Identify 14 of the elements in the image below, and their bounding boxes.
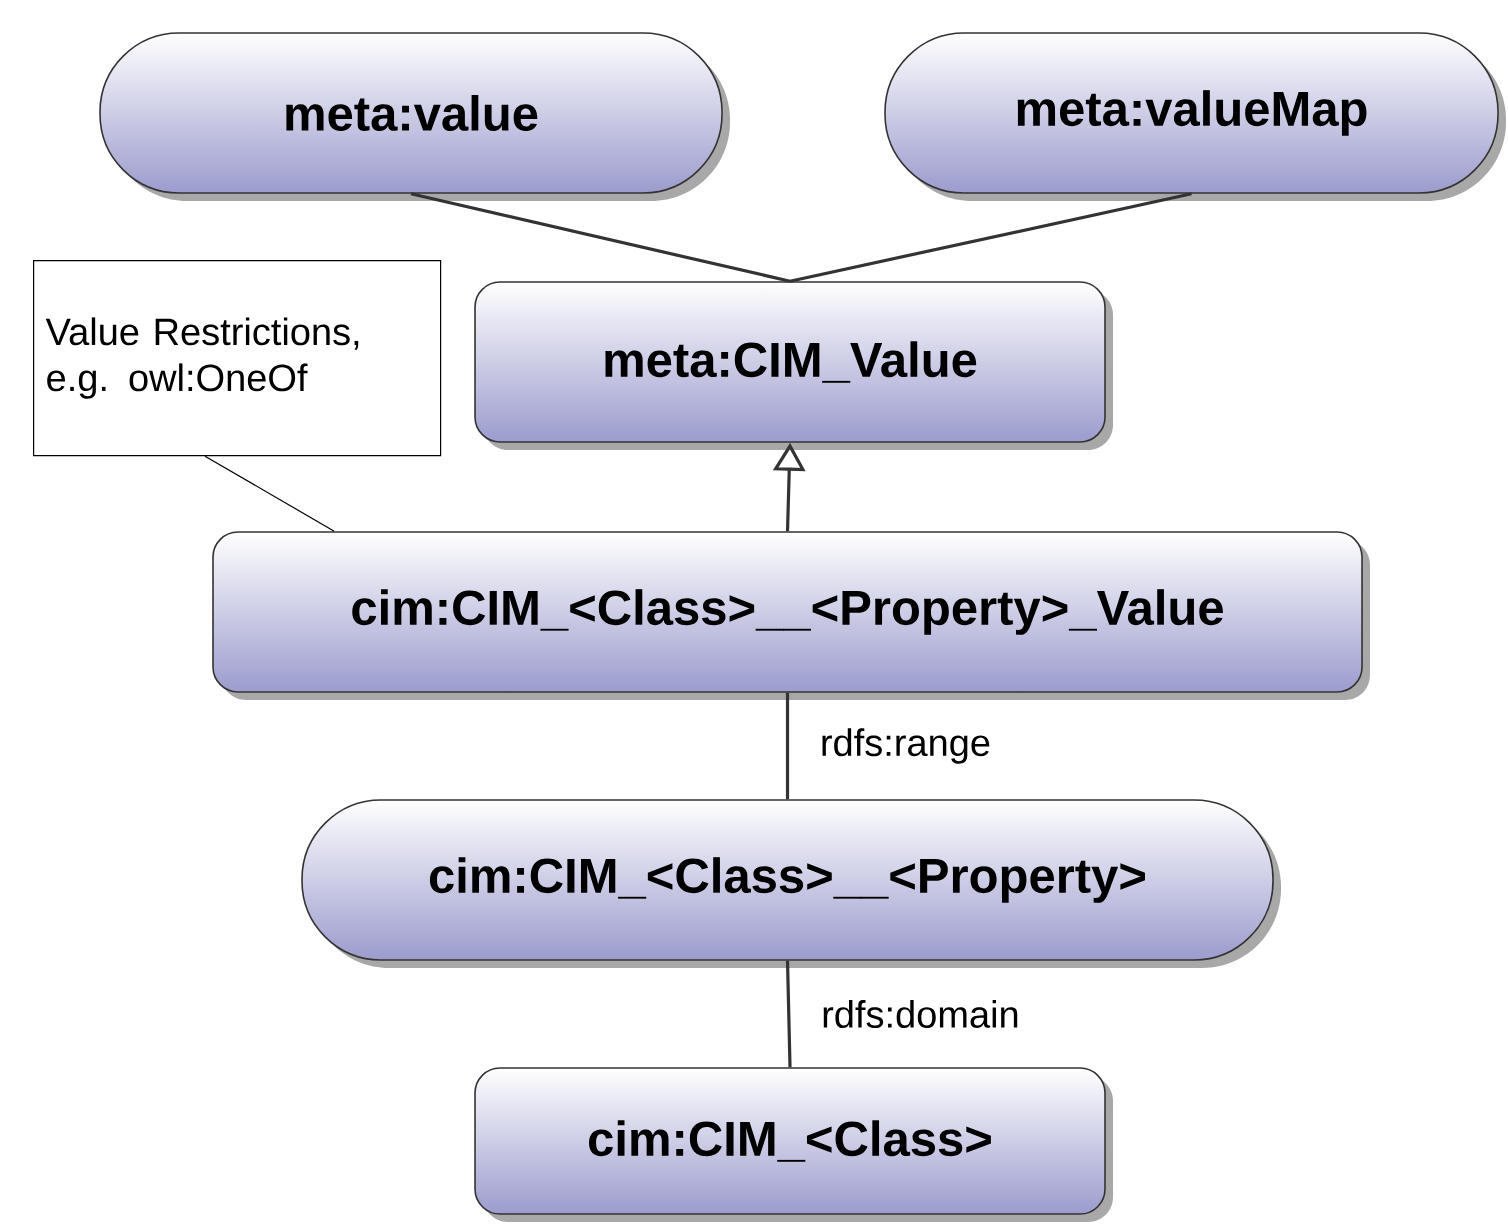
note-box: Value Restrictions, e.g. owl:OneOf — [33, 260, 442, 457]
class-pill: meta:valueMap — [884, 32, 1506, 201]
connector-line — [785, 692, 790, 800]
connector-line — [785, 960, 792, 1068]
edge-label: rdfs:domain — [817, 996, 1024, 1032]
leader-line — [204, 455, 335, 532]
connector-line — [789, 192, 1192, 283]
edge-label: rdfs:range — [815, 724, 995, 768]
class-pill: cim:CIM_<Class>__<Property> — [301, 799, 1281, 968]
class-box: cim:CIM_<Class>__<Property>_Value — [212, 531, 1370, 700]
connector-line — [410, 192, 791, 283]
class-box: meta:CIM_Value — [474, 281, 1113, 450]
class-pill: meta:value — [99, 32, 730, 201]
class-box: cim:CIM_<Class> — [474, 1067, 1113, 1222]
